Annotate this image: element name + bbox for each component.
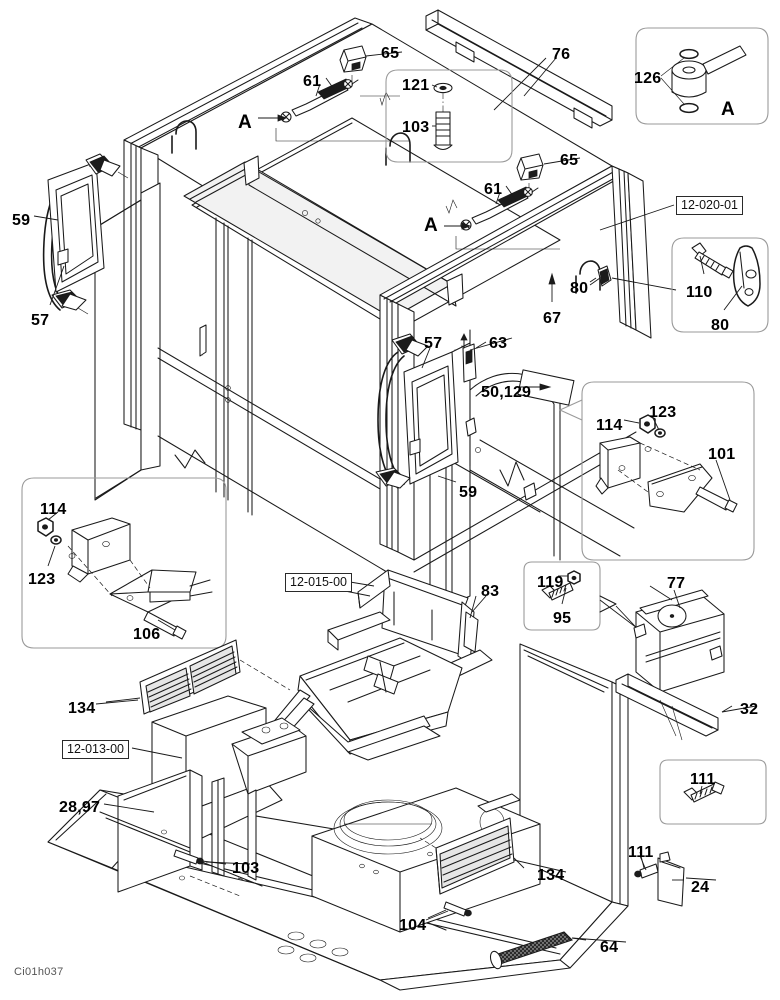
cab-roof-assembly <box>94 17 652 613</box>
callout-24: 24 <box>691 879 710 896</box>
section-a-left: A <box>238 112 252 133</box>
seat-assembly <box>243 569 493 761</box>
lead-32 <box>721 705 757 713</box>
callout-110: 110 <box>686 284 713 301</box>
callout-103-floor: 103 <box>232 860 260 877</box>
part-76-roof-rail <box>425 9 613 129</box>
part-80-body-hinge <box>589 265 677 291</box>
inset-126-section-a <box>635 27 769 125</box>
callout-80-body: 80 <box>570 280 589 297</box>
part-67-pointer <box>548 272 556 302</box>
part-134-grille-lower <box>419 817 525 919</box>
ref-12-020-01: 12-020-01 <box>676 196 743 216</box>
callout-28-97: 28,97 <box>59 799 101 816</box>
lead-12-020-01 <box>599 204 675 231</box>
callout-83: 83 <box>481 583 500 600</box>
part-61-gas-strut-upper <box>258 78 410 142</box>
callout-65-mid: 65 <box>560 152 579 169</box>
callout-121: 121 <box>402 77 430 94</box>
ref-12-013-00: 12-013-00 <box>62 740 129 760</box>
lead-61-mid <box>505 185 517 201</box>
part-24-plate <box>634 851 685 907</box>
inset-114-123-106 <box>21 477 227 649</box>
callout-134-top: 134 <box>68 700 96 717</box>
callout-50-129: 50,129 <box>481 384 532 401</box>
callout-123-left: 123 <box>28 571 56 588</box>
lead-103-floor <box>205 861 251 865</box>
lead-65-mid <box>543 157 581 165</box>
callout-61-top: 61 <box>303 73 322 90</box>
callout-59-left: 59 <box>12 212 31 229</box>
mirror-assembly-right <box>375 333 459 489</box>
lead-134-top <box>95 699 139 705</box>
lead-64 <box>571 937 627 943</box>
callout-114-right: 114 <box>596 417 623 434</box>
callout-126: 126 <box>634 70 662 87</box>
callout-64: 64 <box>600 939 619 956</box>
callout-123-right: 123 <box>649 404 677 421</box>
callout-57-mid: 57 <box>424 335 443 352</box>
lead-76 <box>523 57 557 97</box>
lead-104 <box>425 910 449 921</box>
lead-83 <box>471 595 487 613</box>
ref-12-015-00: 12-015-00 <box>285 573 352 593</box>
callout-80-inset: 80 <box>711 317 730 334</box>
inset-111-bolt <box>659 759 767 825</box>
part-65-bracket-upper <box>339 45 367 84</box>
callout-111-inset: 111 <box>690 771 716 788</box>
callout-101: 101 <box>708 446 736 463</box>
part-63-latch <box>460 333 487 383</box>
callout-106: 106 <box>133 626 161 643</box>
callout-65-top: 65 <box>381 45 400 62</box>
part-134-grille-upper <box>105 639 291 715</box>
part-65-bracket-lower <box>516 153 544 192</box>
part-64-grip-tube <box>489 931 587 970</box>
lead-80 <box>589 277 601 286</box>
lead-63 <box>469 337 513 351</box>
callout-111-body: 111 <box>628 844 654 861</box>
inset-119-95 <box>523 561 651 641</box>
callout-67: 67 <box>543 310 562 327</box>
lead-61-top <box>325 77 337 93</box>
callout-63: 63 <box>489 335 508 352</box>
lead-65-top <box>365 51 403 57</box>
callout-32: 32 <box>740 701 759 718</box>
lead-28-97 <box>103 803 155 813</box>
callout-57-left: 57 <box>31 312 50 329</box>
lead-111-body <box>639 851 645 869</box>
part-77-box <box>633 589 725 693</box>
callout-114-left: 114 <box>40 501 67 518</box>
callout-61-mid: 61 <box>484 181 503 198</box>
lead-134-low <box>513 859 567 873</box>
part-61-gas-strut-lower <box>444 186 560 250</box>
inset-114-123-101 <box>558 381 755 561</box>
lead-77 <box>649 585 673 601</box>
mirror-assembly-left <box>33 153 129 315</box>
callout-76: 76 <box>552 46 571 63</box>
floor-platform <box>47 643 629 991</box>
callout-134-low: 134 <box>537 867 565 884</box>
part-32-rail <box>615 673 733 741</box>
callout-95: 95 <box>553 610 572 627</box>
callout-119: 119 <box>537 574 564 591</box>
section-a-inset: A <box>721 99 735 120</box>
callout-59-mid: 59 <box>459 484 478 501</box>
callout-104: 104 <box>399 917 427 934</box>
section-a-mid: A <box>424 215 438 236</box>
callout-77: 77 <box>667 575 686 592</box>
callout-103-inset: 103 <box>402 119 430 136</box>
inset-121-103 <box>385 69 513 163</box>
lead-24 <box>685 877 717 881</box>
lead-12-013-00 <box>131 747 183 759</box>
inset-110-80 <box>671 237 769 333</box>
drawing-id: Ci01h037 <box>14 966 64 978</box>
